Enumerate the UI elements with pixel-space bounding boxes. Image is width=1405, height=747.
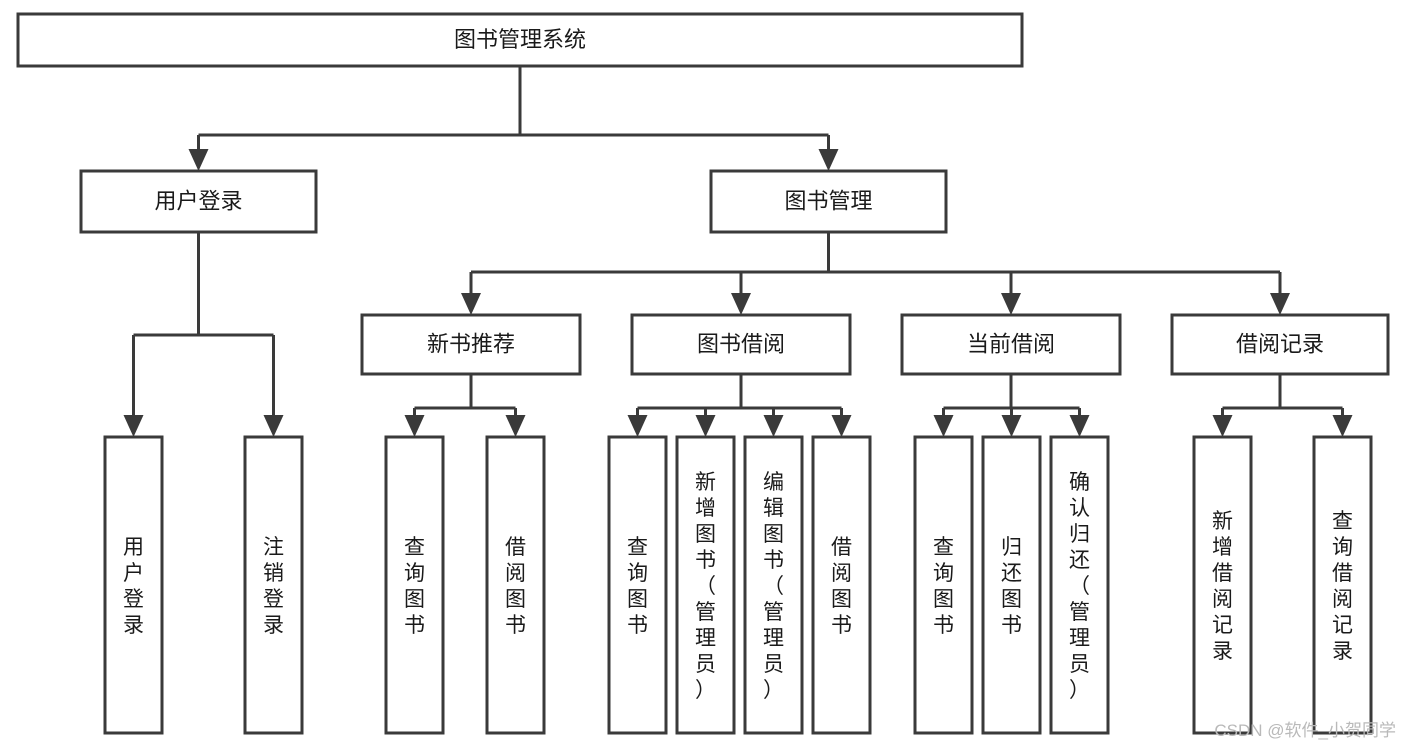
node-label-borrow: 图书借阅 [697, 331, 785, 356]
arrowhead-leaf2 [263, 415, 284, 437]
arrowhead-leaf8 [831, 415, 852, 437]
node-box-leaf9 [913, 435, 974, 735]
arrowhead-leaf11 [1069, 415, 1090, 437]
arrowhead-login [188, 149, 209, 171]
node-label-leaf10: 归还图书 [1001, 536, 1022, 637]
node-box-leaf7 [743, 435, 804, 735]
node-box-root [16, 12, 1024, 68]
node-leaf2[interactable]: 注销登录 [243, 435, 304, 735]
node-box-leaf8 [811, 435, 872, 735]
node-leaf8[interactable]: 借阅图书 [811, 435, 872, 735]
node-label-leaf12: 新增借阅记录 [1212, 510, 1233, 663]
node-label-leaf6: 新增图书（管理员） [695, 471, 716, 702]
arrowhead-records [1270, 293, 1290, 315]
node-leaf6[interactable]: 新增图书（管理员） [675, 435, 736, 735]
arrowhead-leaf6 [695, 415, 716, 437]
node-borrow[interactable]: 图书借阅 [630, 313, 852, 376]
node-leaf12[interactable]: 新增借阅记录 [1192, 435, 1253, 735]
node-leaf1[interactable]: 用户登录 [103, 435, 164, 735]
arrowhead-leaf7 [763, 415, 784, 437]
node-box-leaf5 [607, 435, 668, 735]
arrowhead-leaf3 [404, 415, 425, 437]
arrowhead-leaf9 [933, 415, 954, 437]
arrowhead-leaf12 [1212, 415, 1233, 437]
node-newbook[interactable]: 新书推荐 [360, 313, 582, 376]
node-label-current: 当前借阅 [967, 331, 1055, 356]
node-label-leaf4: 借阅图书 [505, 536, 526, 637]
node-leaf11[interactable]: 确认归还（管理员） [1049, 435, 1110, 735]
node-label-leaf9: 查询图书 [933, 536, 954, 637]
node-label-bookmgmt: 图书管理 [784, 188, 872, 213]
node-login[interactable]: 用户登录 [79, 169, 318, 234]
node-box-leaf11 [1049, 435, 1110, 735]
node-label-leaf7: 编辑图书（管理员） [763, 471, 784, 702]
arrowhead-leaf5 [627, 415, 648, 437]
node-label-leaf11: 确认归还（管理员） [1069, 471, 1090, 702]
node-leaf10[interactable]: 归还图书 [981, 435, 1042, 735]
node-label-newbook: 新书推荐 [427, 331, 515, 356]
node-label-leaf2: 注销登录 [263, 536, 284, 637]
arrowhead-bookmgmt [818, 149, 839, 171]
node-records[interactable]: 借阅记录 [1170, 313, 1390, 376]
node-box-leaf1 [103, 435, 164, 735]
node-box-bookmgmt [709, 169, 948, 234]
node-label-leaf1: 用户登录 [123, 536, 144, 637]
node-box-leaf6 [675, 435, 736, 735]
connector-lines [123, 66, 1353, 437]
arrowhead-leaf1 [123, 415, 144, 437]
arrowhead-newbook [461, 293, 481, 315]
node-box-newbook [360, 313, 582, 376]
node-label-leaf8: 借阅图书 [831, 536, 852, 637]
csdn-watermark: CSDN @软件_小贺同学 [1214, 721, 1396, 740]
node-root[interactable]: 图书管理系统 [16, 12, 1024, 68]
node-box-leaf2 [243, 435, 304, 735]
node-box-leaf4 [485, 435, 546, 735]
node-label-leaf13: 查询借阅记录 [1332, 510, 1353, 663]
node-leaf4[interactable]: 借阅图书 [485, 435, 546, 735]
node-leaf7[interactable]: 编辑图书（管理员） [743, 435, 804, 735]
arrowhead-leaf10 [1001, 415, 1022, 437]
node-leaf3[interactable]: 查询图书 [384, 435, 445, 735]
node-label-root: 图书管理系统 [454, 27, 586, 52]
node-current[interactable]: 当前借阅 [900, 313, 1122, 376]
arrowhead-borrow [731, 293, 751, 315]
diagram-nodes: 图书管理系统用户登录图书管理新书推荐图书借阅当前借阅借阅记录用户登录注销登录查询… [16, 12, 1390, 735]
node-box-current [900, 313, 1122, 376]
node-leaf5[interactable]: 查询图书 [607, 435, 668, 735]
node-box-leaf12 [1192, 435, 1253, 735]
node-leaf9[interactable]: 查询图书 [913, 435, 974, 735]
node-label-leaf5: 查询图书 [627, 536, 648, 637]
arrowhead-leaf4 [505, 415, 526, 437]
node-box-records [1170, 313, 1390, 376]
node-leaf13[interactable]: 查询借阅记录 [1312, 435, 1373, 735]
node-label-records: 借阅记录 [1236, 331, 1324, 356]
node-bookmgmt[interactable]: 图书管理 [709, 169, 948, 234]
node-box-leaf3 [384, 435, 445, 735]
arrowhead-leaf13 [1332, 415, 1353, 437]
arrowhead-current [1001, 293, 1021, 315]
node-label-login: 用户登录 [154, 188, 242, 213]
node-box-leaf13 [1312, 435, 1373, 735]
node-label-leaf3: 查询图书 [404, 536, 425, 637]
node-box-borrow [630, 313, 852, 376]
node-box-login [79, 169, 318, 234]
node-box-leaf10 [981, 435, 1042, 735]
